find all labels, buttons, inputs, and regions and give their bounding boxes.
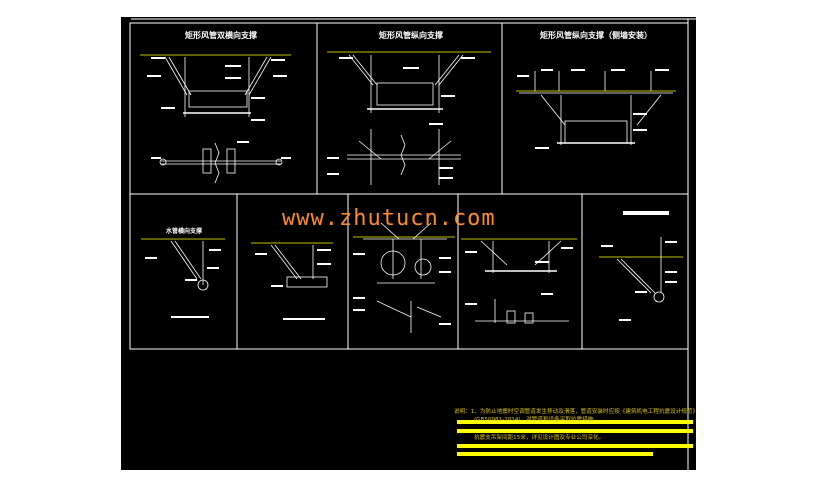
panel-2-callouts bbox=[327, 57, 475, 179]
note-highlights bbox=[457, 420, 693, 456]
drawing-sheet: 矩形风管双横向支撑 矩形风管纵向支撑 矩形风管纵向支撑（侧墙安装） 水管横向支撑… bbox=[121, 17, 699, 470]
panel-4-title: 水管横向支撑 bbox=[165, 228, 203, 235]
panel-2-drawing bbox=[327, 51, 491, 185]
panel-8-drawing bbox=[599, 237, 683, 303]
note-line-3: 抗震支吊架间距15米，详见设计图及专业公司深化。 bbox=[474, 435, 605, 441]
panel-3-callouts bbox=[517, 69, 669, 149]
panel-4-callouts bbox=[145, 249, 221, 318]
panel-5-callouts bbox=[255, 249, 331, 320]
panel-3-title: 矩形风管纵向支撑（侧墙安装） bbox=[540, 31, 652, 40]
frame-border bbox=[129, 22, 689, 350]
panel-6-drawing bbox=[353, 222, 455, 333]
panel-7-callouts bbox=[465, 247, 573, 305]
panel-1-title: 矩形风管双横向支撑 bbox=[185, 31, 257, 40]
panel-7-drawing bbox=[461, 238, 577, 324]
note-line-1: 说明：1、为防止地震时空调管道发生移动及滑落，管道安装时应按《建筑机电工程抗震设… bbox=[454, 409, 699, 415]
panel-1-drawing bbox=[140, 54, 291, 184]
panel-8-callouts bbox=[601, 211, 677, 321]
panel-1-callouts bbox=[147, 57, 291, 159]
panel-6-callouts bbox=[353, 253, 451, 325]
watermark: www.zhutucn.com bbox=[282, 206, 496, 231]
panel-2-title: 矩形风管纵向支撑 bbox=[379, 31, 443, 40]
cad-drawing bbox=[129, 18, 696, 470]
note-line-2: (GB50981-2014)，对管道和设备采取抗震措施。 bbox=[474, 417, 599, 423]
panel-3-drawing bbox=[516, 71, 676, 145]
